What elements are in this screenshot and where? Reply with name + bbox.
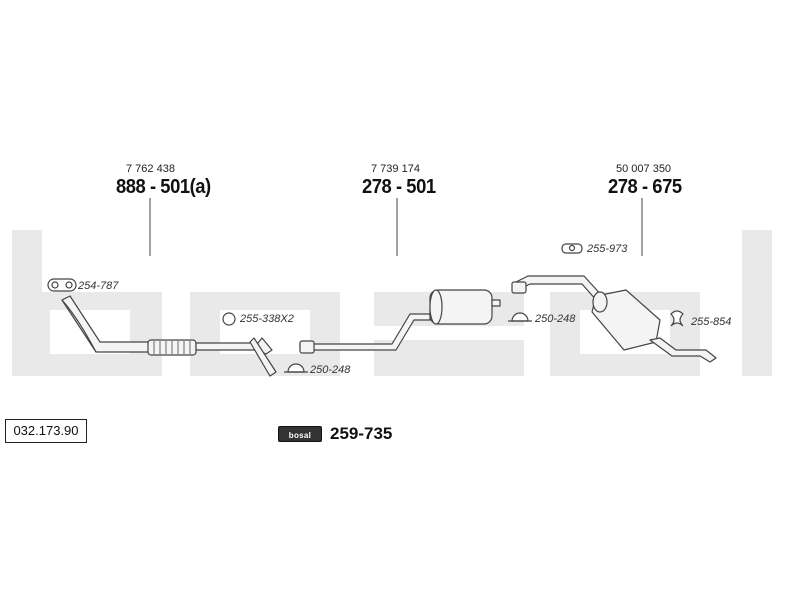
accessory-label: 250-248 (310, 364, 351, 376)
front-pipe (61, 295, 151, 353)
tail-pipe (649, 337, 717, 363)
bosal-badge-text: bosal (288, 431, 312, 440)
accessory-label: 254-787 (78, 280, 119, 292)
pipe-sleeve (299, 340, 315, 354)
clamp-ring-icon-255-338 (222, 312, 236, 326)
bosal-brand-badge: bosal (278, 426, 322, 442)
front-pipe-rear (195, 337, 273, 355)
front-pipe-flange (249, 337, 277, 377)
clamp-icon-250-248-b (508, 312, 532, 322)
accessory-label: 255-973 (587, 243, 628, 255)
center-pipe (299, 313, 431, 351)
gasket-icon-254-787 (47, 278, 77, 292)
part-number-3: 278 - 675 (608, 176, 682, 198)
mounting-rubber-icon-255-854 (670, 310, 684, 327)
hanger-icon-255-973 (561, 243, 583, 254)
accessory-label: 255-854 (691, 316, 732, 328)
catalog-number-box: 032.173.90 (5, 419, 87, 443)
oe-number-1: 7 762 438 (126, 163, 175, 175)
oe-number-3: 50 007 350 (616, 163, 672, 175)
accessory-label: 250-248 (535, 313, 576, 325)
center-silencer-outlet (491, 299, 501, 307)
part-number-2: 278 - 501 (362, 176, 436, 198)
accessory-label: 255-338X2 (240, 313, 294, 325)
oe-number-2: 7 739 174 (371, 163, 420, 175)
rear-sleeve (511, 281, 527, 294)
clamp-icon-250-248-a (284, 363, 308, 373)
kit-number: 259-735 (330, 424, 393, 443)
front-pipe-bend (61, 299, 97, 353)
part-number-1: 888 - 501(a) (116, 176, 211, 198)
